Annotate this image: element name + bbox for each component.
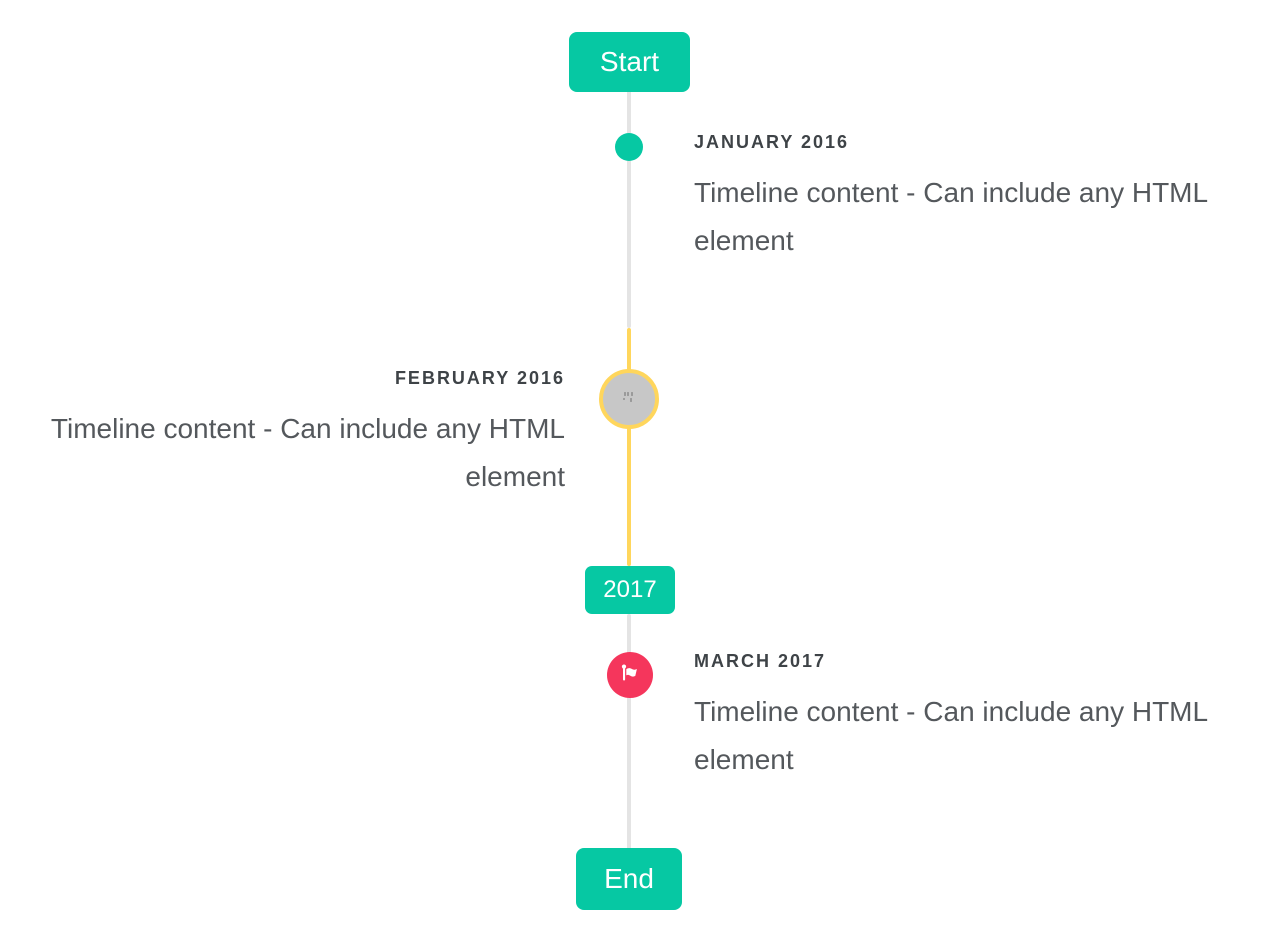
item-title: FEBRUARY 2016 (394, 368, 565, 388)
timeline-line-middle-yellow (627, 328, 631, 566)
march-flag-circle-marker (607, 652, 653, 698)
timeline-item-january-2016: JANUARY 2016 Timeline content - Can incl… (694, 131, 1218, 265)
timeline-line-bottom-gray (627, 614, 631, 850)
broken-image-icon (619, 389, 639, 410)
end-flag-badge: End (576, 848, 682, 910)
item-title: JANUARY 2016 (694, 132, 850, 152)
february-image-circle-marker (599, 369, 659, 429)
flag-icon (618, 661, 642, 690)
timeline-line-top-gray (627, 90, 631, 328)
item-content: Timeline content - Can include any HTML … (50, 413, 565, 492)
timeline-item-february-2016: FEBRUARY 2016 Timeline content - Can inc… (41, 367, 565, 501)
item-title: MARCH 2017 (694, 651, 827, 671)
timeline-item-march-2017: MARCH 2017 Timeline content - Can includ… (694, 650, 1218, 784)
year-2017-flag-badge: 2017 (585, 566, 675, 614)
january-dot-marker (615, 133, 643, 161)
item-content: Timeline content - Can include any HTML … (694, 177, 1208, 256)
item-content: Timeline content - Can include any HTML … (694, 696, 1208, 775)
start-flag-badge: Start (569, 32, 690, 92)
